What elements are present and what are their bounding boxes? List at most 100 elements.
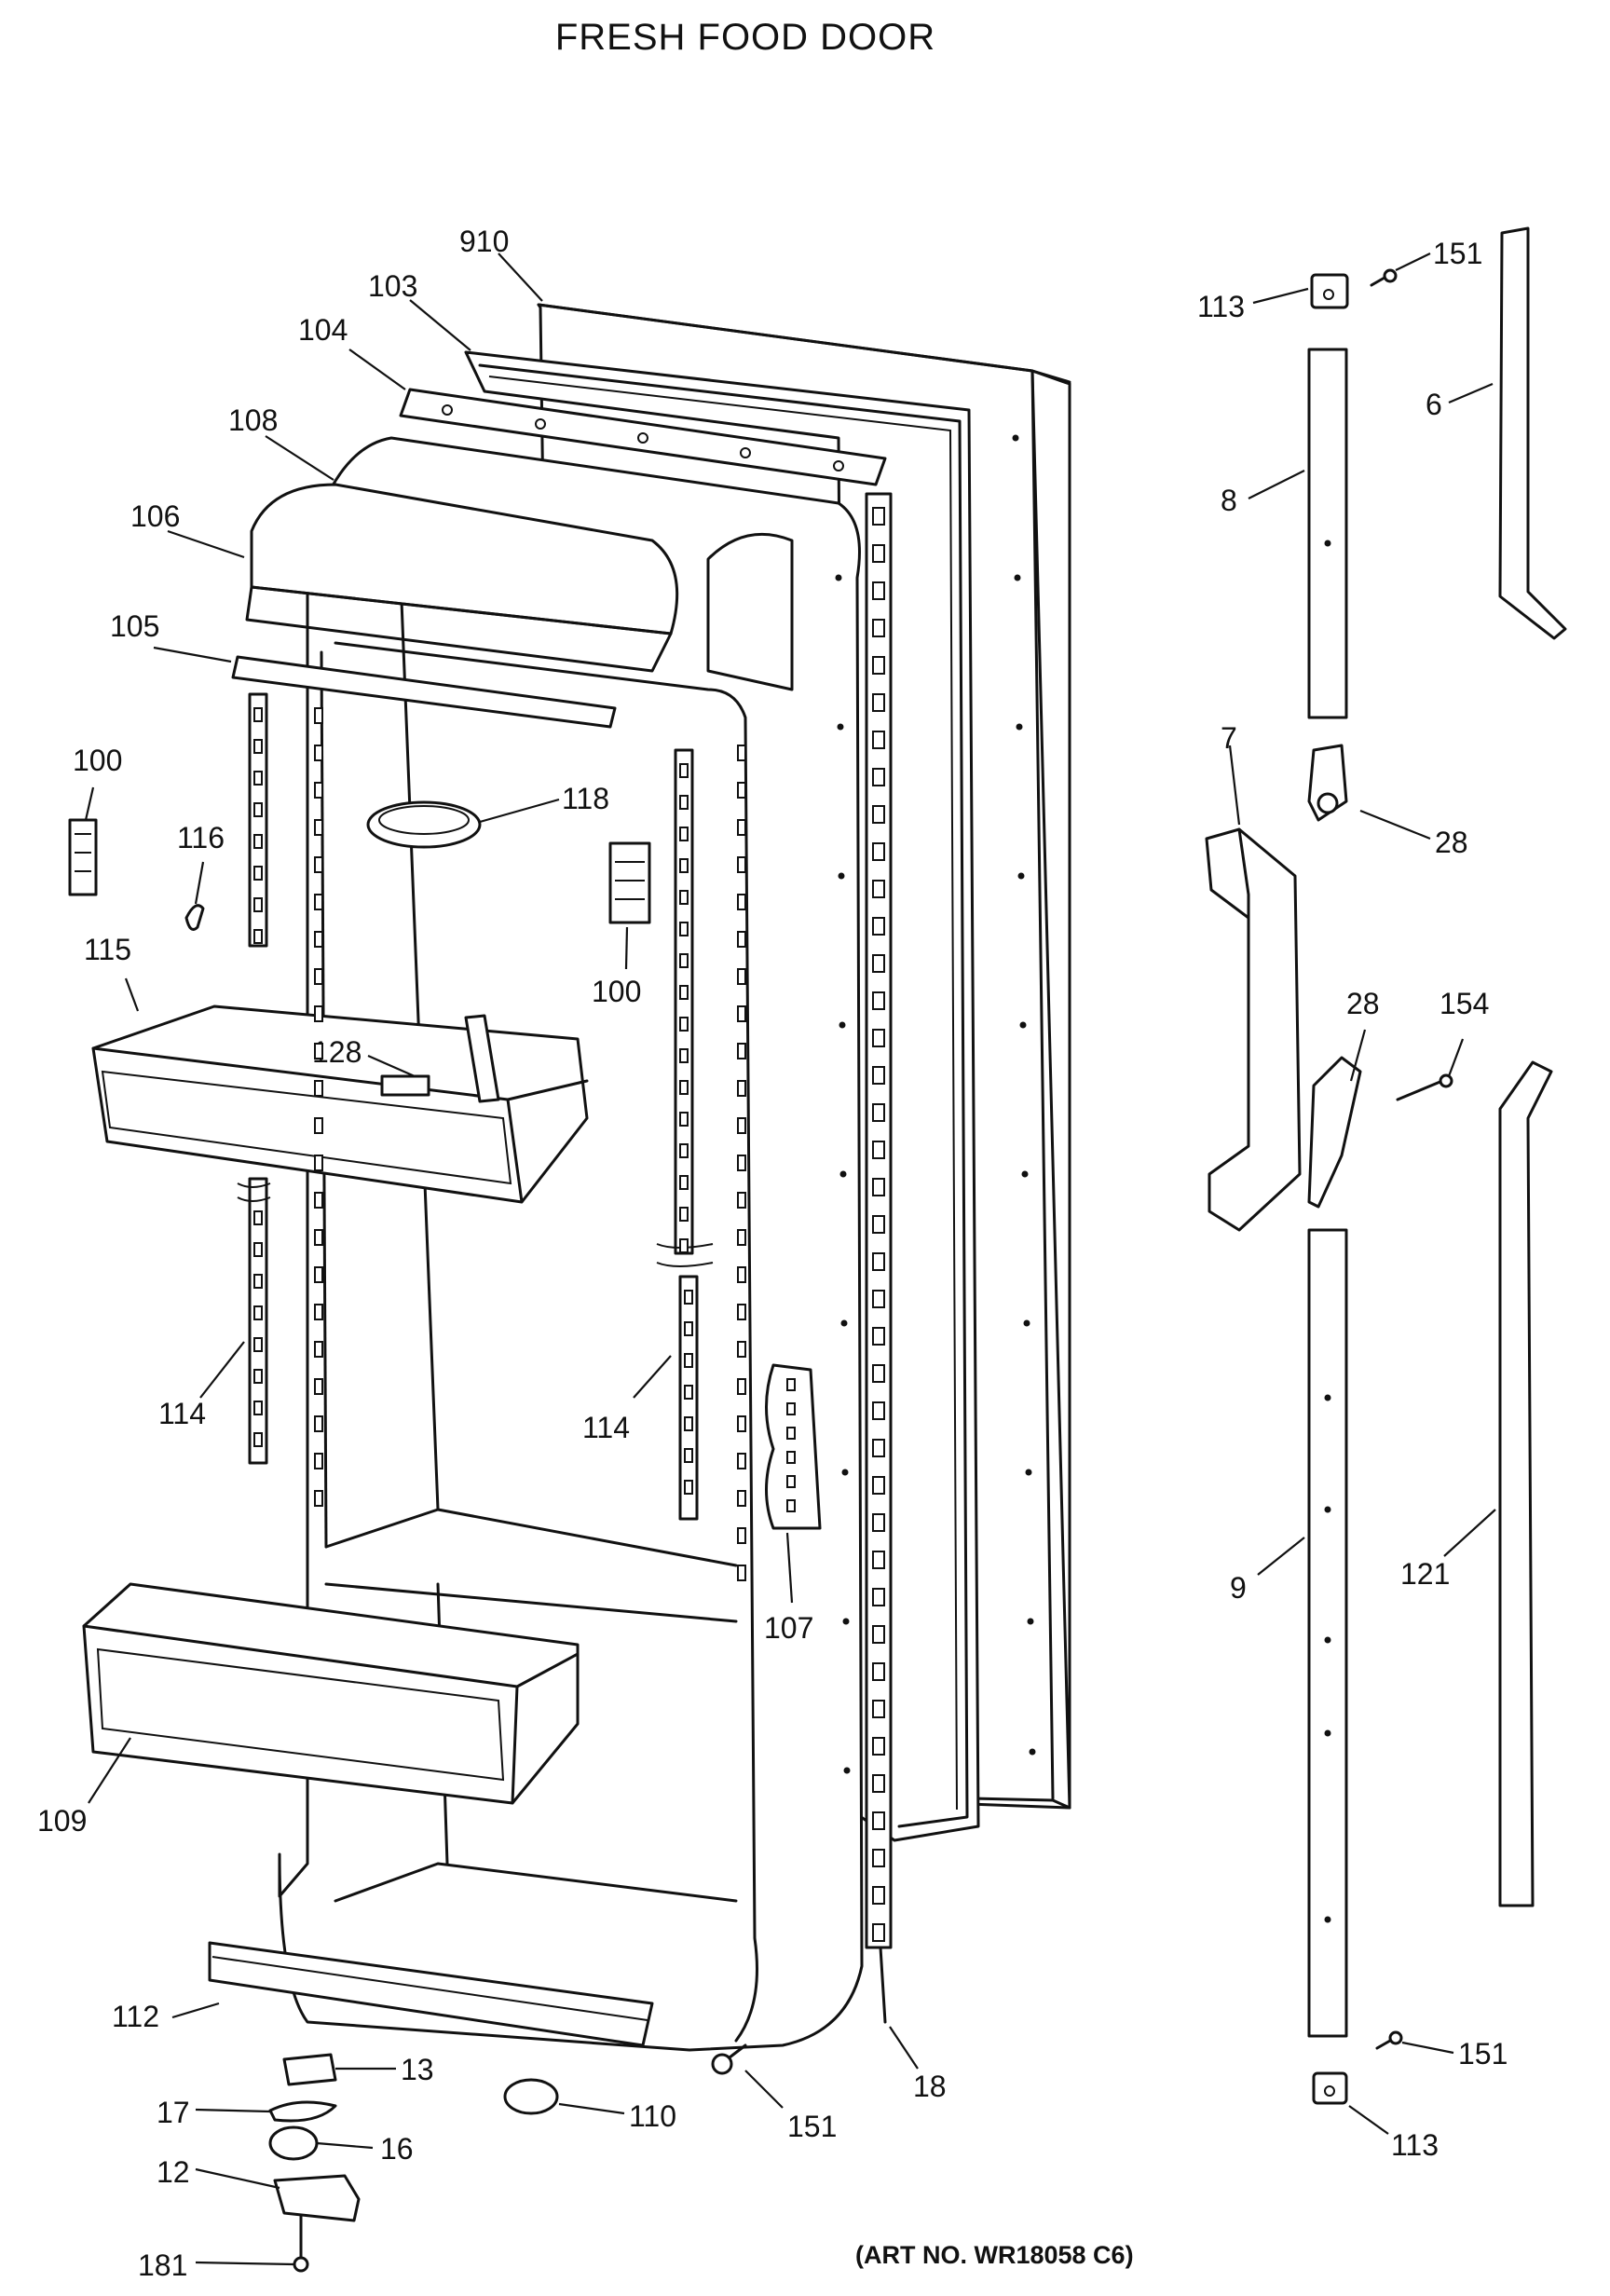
slot (684, 1480, 693, 1495)
part-label-6: 6 (1426, 388, 1442, 421)
part-label-121: 121 (1400, 1557, 1450, 1591)
part-label-151-top: 151 (1433, 237, 1482, 270)
hinge-cap-top (1310, 273, 1349, 309)
slot (872, 954, 885, 973)
door-bin-upper (91, 1004, 589, 1204)
slot (679, 858, 689, 873)
slot (679, 763, 689, 778)
part-label-109: 109 (37, 1804, 87, 1838)
part-label-910: 910 (459, 225, 509, 258)
slot (679, 953, 689, 968)
slot (737, 1192, 746, 1209)
slot (684, 1448, 693, 1463)
slot (253, 1210, 263, 1225)
slot (314, 1266, 323, 1283)
slot (737, 856, 746, 873)
part-label-17: 17 (157, 2096, 190, 2129)
handle-hinge-lower (1307, 1056, 1362, 1209)
slot (872, 1588, 885, 1606)
slot (314, 1341, 323, 1358)
bin-bracket-right (608, 841, 651, 924)
handle-trim-long (1498, 1060, 1553, 1907)
slot (872, 1290, 885, 1308)
slot (253, 834, 263, 849)
slot (314, 931, 323, 948)
clip (184, 904, 205, 931)
slot (872, 1737, 885, 1756)
slot (737, 894, 746, 910)
part-label-116: 116 (177, 821, 225, 854)
slot (684, 1290, 693, 1305)
slot (872, 1811, 885, 1830)
door-handle (1205, 827, 1302, 1232)
slot (314, 1453, 323, 1469)
slot (679, 1175, 689, 1190)
slot (786, 1378, 796, 1391)
part-label-106: 106 (130, 499, 180, 533)
slot (679, 890, 689, 905)
bin-divider-clip (380, 1074, 430, 1097)
slot (872, 768, 885, 786)
part-label-181: 181 (138, 2248, 187, 2282)
liner-edge-dots (835, 434, 1036, 1774)
slot (314, 1490, 323, 1507)
slot (872, 1662, 885, 1681)
hinge-cap-bottom (1312, 2071, 1348, 2105)
slot (786, 1402, 796, 1415)
slot (872, 1141, 885, 1159)
slot (314, 894, 323, 910)
slot (314, 1415, 323, 1432)
slot (737, 819, 746, 836)
slot (314, 1378, 323, 1395)
slot (314, 968, 323, 985)
slot (314, 819, 323, 836)
slot (253, 771, 263, 786)
slot (872, 880, 885, 898)
liner-slots-right (737, 745, 746, 1581)
slot (684, 1385, 693, 1400)
hinge-hardware (268, 2053, 361, 2273)
screw-top-right (1370, 268, 1398, 287)
slot (737, 1565, 746, 1581)
slot (737, 1304, 746, 1320)
part-label-113-bottom: 113 (1391, 2128, 1439, 2162)
hinge-cap (503, 2078, 559, 2115)
slot (872, 805, 885, 824)
slot (872, 1252, 885, 1271)
slot (253, 802, 263, 817)
slot (737, 782, 746, 799)
part-label-100-right: 100 (592, 975, 641, 1008)
part-label-28-upper: 28 (1435, 826, 1468, 859)
slot (737, 1117, 746, 1134)
part-label-16: 16 (380, 2132, 414, 2166)
slot (253, 1274, 263, 1289)
slot (872, 1327, 885, 1346)
slot (253, 1432, 263, 1447)
slot (314, 1155, 323, 1171)
slot (872, 693, 885, 712)
part-label-100-left: 100 (73, 744, 122, 777)
breaker-strip-top (399, 388, 887, 486)
part-label-115: 115 (84, 933, 131, 966)
part-label-113-top: 113 (1197, 290, 1245, 323)
liner-slots-left (314, 707, 323, 1507)
slot (679, 1048, 689, 1063)
slot (253, 1401, 263, 1415)
slot (737, 1527, 746, 1544)
slot (314, 1080, 323, 1097)
part-label-8: 8 (1221, 484, 1237, 517)
part-label-13: 13 (401, 2053, 434, 2086)
diagram-title: FRESH FOOD DOOR (554, 17, 936, 58)
part-labels: 910 103 104 108 106 105 100 116 118 100 … (37, 225, 1508, 2282)
slot (684, 1416, 693, 1431)
slot (253, 1337, 263, 1352)
bin-bracket-left (68, 818, 98, 896)
slot (872, 1066, 885, 1085)
slot (872, 507, 885, 526)
slot (872, 1401, 885, 1420)
slot (314, 782, 323, 799)
slot (679, 922, 689, 936)
slot (679, 985, 689, 1000)
slot (314, 1192, 323, 1209)
